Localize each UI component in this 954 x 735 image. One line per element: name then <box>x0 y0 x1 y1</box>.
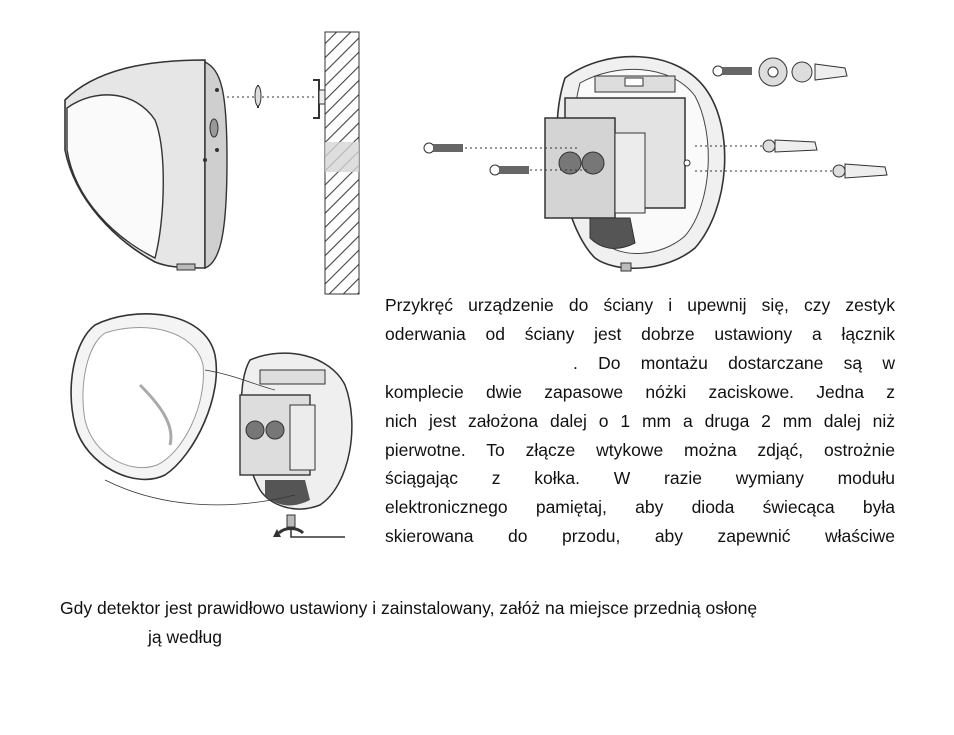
detector-side-view-illustration <box>64 31 360 295</box>
paragraph-line: elektronicznego pamiętaj, aby dioda świe… <box>385 497 895 518</box>
paragraph-line: . Do montażu dostarczane są w <box>573 352 895 373</box>
cover-mounting-paragraph: Gdy detektor jest prawidłowo ustawiony i… <box>60 594 896 652</box>
paragraph-line: komplecie dwie zapasowe nóżki zaciskowe.… <box>385 381 895 402</box>
paragraph-line: pierwotne. To złącze wtykowe można zdjąć… <box>385 439 895 460</box>
paragraph-line: ściągając z kołka. W razie wymiany moduł… <box>385 468 895 489</box>
paragraph-line: Gdy detektor jest prawidłowo ustawiony i… <box>60 598 758 618</box>
paragraph-line: Przykręć urządzenie do ściany i upewnij … <box>385 295 895 315</box>
paragraph-line: nich jest założona dalej o 1 mm a druga … <box>385 410 895 431</box>
paragraph-line: ją według <box>148 626 222 647</box>
installation-instructions-paragraph: Przykręć urządzenie do ściany i upewnij … <box>385 291 895 551</box>
paragraph-line: oderwania od ściany jest dobrze ustawion… <box>385 323 895 344</box>
detector-exploded-view-illustration <box>423 55 888 272</box>
detector-cover-illustration <box>70 313 353 538</box>
paragraph-line: skierowana do przodu, aby zapewnić właśc… <box>385 526 895 547</box>
